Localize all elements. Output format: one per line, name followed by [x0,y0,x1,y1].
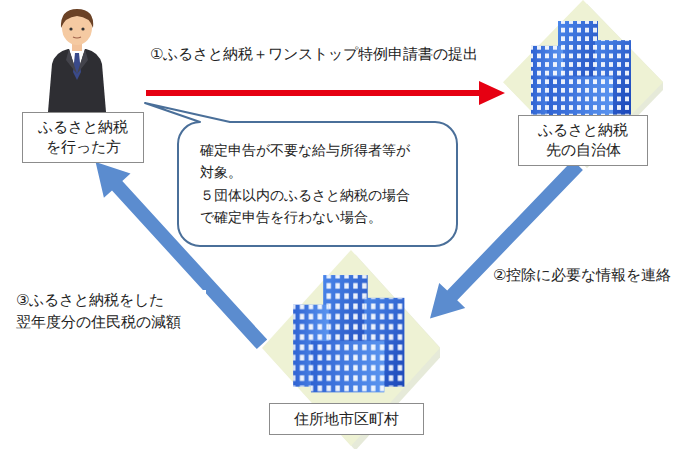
callout-shape [145,103,457,246]
node-box: ふるさと納税 先の自治体 [505,5,660,165]
person-icon [48,9,106,112]
flow-arrow [146,81,505,105]
building-icon [503,0,667,168]
callout-text: 確定申告が不要な給与所得者等が 対象。 ５団体以内のふるさと納税の場合 で確定申… [178,122,457,246]
node-label: ふるさと納税 先の自治体 [518,115,648,166]
callout-outline [178,122,457,246]
callout-bubble: 確定申告が不要な給与所得者等が 対象。 ５団体以内のふるさと納税の場合 で確定申… [178,122,457,246]
node-box: ふるさと納税 を行った方 [20,5,146,162]
building-icon [262,250,444,449]
edge-label: ②控除に必要な情報を連絡 [493,265,671,287]
edge-label: ①ふるさと納税＋ワンストップ特例申請書の提出 [150,44,478,66]
node-box: 住所地市区町村 [262,250,430,435]
edge-label: ③ふるさと納税をした 翌年度分の住民税の減額 [16,290,206,334]
node-label: ふるさと納税 を行った方 [22,112,144,163]
node-label: 住所地市区町村 [269,403,424,435]
